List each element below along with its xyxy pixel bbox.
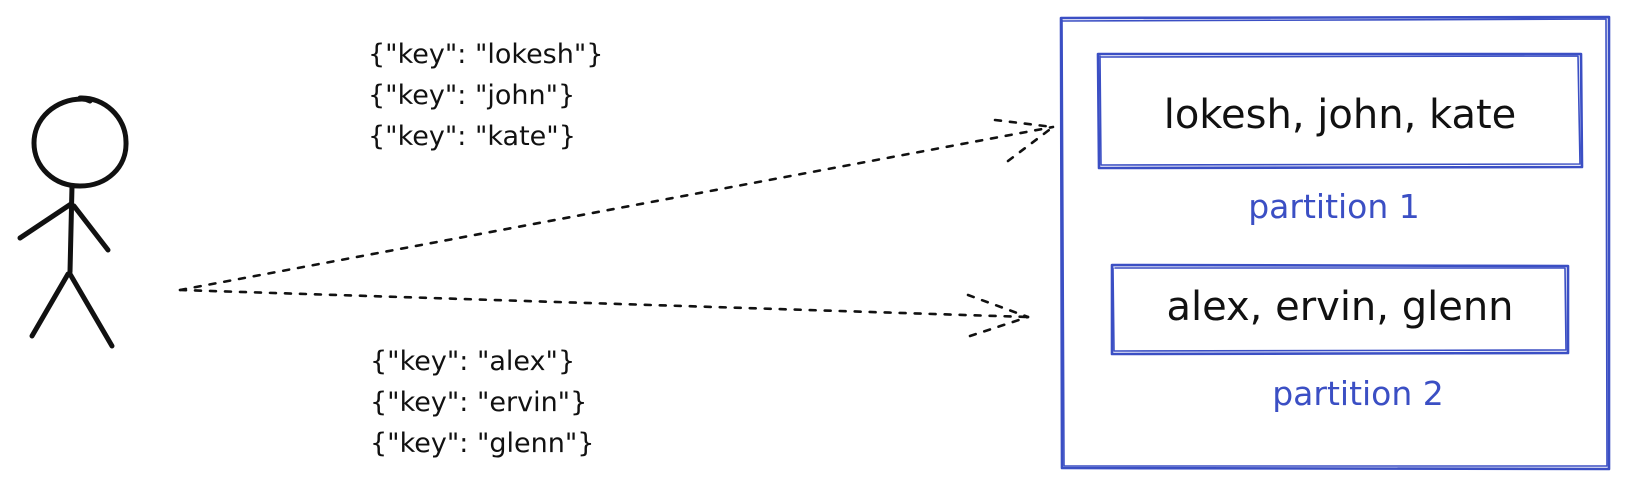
record-ervin: {"key": "ervin"} (370, 387, 587, 418)
stick-figure-head (31, 95, 129, 189)
stick-figure-right-arm (71, 203, 111, 253)
producer-stick-figure-icon (17, 95, 129, 349)
partition-2-label: partition 2 (1272, 374, 1444, 413)
partition-1-label: partition 1 (1248, 187, 1420, 226)
record-kate: {"key": "kate"} (368, 121, 576, 152)
record-john: {"key": "john"} (368, 80, 575, 111)
stick-figure-left-arm (17, 201, 74, 241)
record-glenn: {"key": "glenn"} (370, 428, 594, 459)
record-lokesh: {"key": "lokesh"} (368, 39, 603, 70)
partition-1-content: lokesh, john, kate (1164, 92, 1517, 138)
partition-2-content: alex, ervin, glenn (1166, 284, 1513, 330)
record-list-upper: {"key": "lokesh"} {"key": "john"} {"key"… (368, 39, 603, 152)
record-alex: {"key": "alex"} (370, 346, 575, 377)
record-list-lower: {"key": "alex"} {"key": "ervin"} {"key":… (370, 346, 594, 459)
stick-figure-left-leg (29, 271, 71, 339)
topic-container (1059, 15, 1611, 471)
arrow-to-partition-2 (178, 288, 1030, 338)
partition-2-box (1110, 263, 1570, 356)
stick-figure-right-leg (67, 271, 115, 349)
stick-figure-body (67, 183, 75, 275)
partition-1-box (1096, 52, 1584, 170)
arrow-to-partition-1 (178, 118, 1055, 292)
